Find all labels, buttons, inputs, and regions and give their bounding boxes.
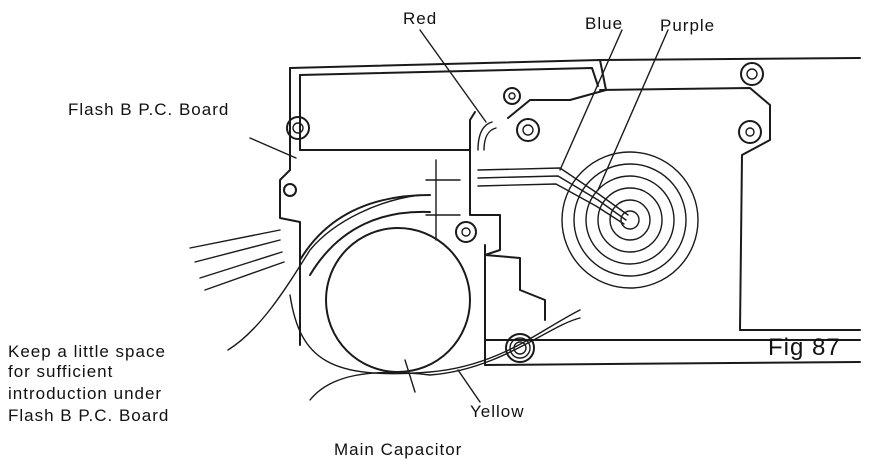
leader-lines <box>227 29 669 403</box>
screw-icon <box>283 183 297 197</box>
screw-icon <box>503 87 521 105</box>
screw-icon <box>516 118 540 142</box>
label-red: Red <box>403 9 438 28</box>
label-purple: Purple <box>660 16 716 35</box>
space-indicator <box>425 159 461 241</box>
frame-outline <box>289 57 861 366</box>
flash-board-plate <box>279 111 546 346</box>
label-flash-board: Flash B P.C. Board <box>68 100 230 119</box>
spiral-coil <box>561 151 699 289</box>
screw-icon <box>738 120 762 144</box>
label-main-capacitor: Main Capacitor <box>334 440 463 459</box>
screw-icon <box>455 221 477 243</box>
wire-bundle <box>189 121 629 401</box>
coil-terminal-icon <box>505 333 535 363</box>
label-blue: Blue <box>585 14 624 33</box>
note-line: Keep a little space <box>8 342 166 361</box>
screw-icon <box>286 116 310 140</box>
label-yellow: Yellow <box>470 402 525 421</box>
main-capacitor <box>299 194 471 373</box>
note-line: introduction under <box>8 384 163 403</box>
screw-icon <box>740 62 764 86</box>
note-line: for sufficient <box>8 362 114 381</box>
note-line: Flash B P.C. Board <box>8 406 170 425</box>
figure-number: Fig 87 <box>768 334 841 361</box>
